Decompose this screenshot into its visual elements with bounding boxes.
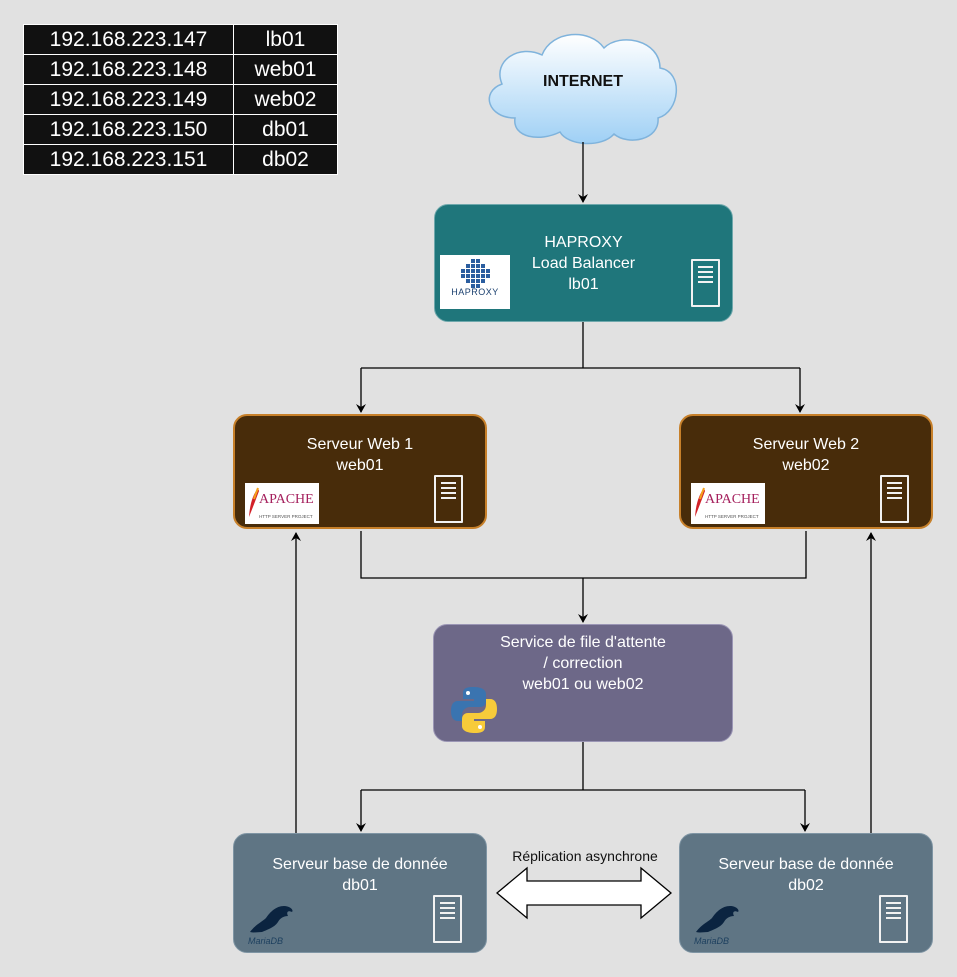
haproxy-logo: HAPROXY — [440, 255, 510, 309]
web2-title: Serveur Web 2 — [752, 436, 860, 453]
web-server-2-box: Serveur Web 2 web02 APACHE HTTP SERVER P… — [679, 414, 933, 529]
web2-host: web02 — [782, 457, 830, 474]
line-haproxy-split — [361, 322, 800, 369]
ip-address-cell: 192.168.223.151 — [23, 144, 234, 175]
mariadb-logo-text: MariaDB — [694, 936, 730, 946]
haproxy-logo-text: HAPROXY — [451, 287, 499, 297]
hostname-cell: web01 — [233, 54, 338, 85]
internet-cloud — [488, 33, 677, 145]
line-queue-split — [361, 742, 805, 791]
line-web-merge — [360, 531, 807, 579]
internet-label: INTERNET — [543, 73, 623, 90]
apache-logo-subtext: HTTP SERVER PROJECT — [259, 514, 313, 519]
mariadb-logo-text: MariaDB — [248, 936, 284, 946]
ip-address-cell: 192.168.223.150 — [23, 114, 234, 145]
ip-address-cell: 192.168.223.148 — [23, 54, 234, 85]
replication-label: Réplication asynchrone — [512, 848, 658, 864]
apache-logo-text: APACHE — [705, 492, 760, 507]
apache-logo-subtext: HTTP SERVER PROJECT — [705, 514, 759, 519]
apache-logo: APACHE HTTP SERVER PROJECT — [691, 483, 765, 524]
db-server-1-box: Serveur base de donnée db01 MariaDB — [233, 833, 487, 953]
queue-title: Service de file d'attente — [500, 634, 666, 651]
apache-feather-icon — [695, 487, 705, 517]
haproxy-grid-icon — [461, 259, 490, 288]
haproxy-load-balancer-box: HAPROXY Load Balancer lb01 HAPROXY — [434, 204, 733, 322]
hostname-cell: web02 — [233, 84, 338, 115]
db1-title: Serveur base de donnée — [272, 856, 448, 873]
haproxy-subtitle: Load Balancer — [531, 255, 636, 272]
web-server-1-box: Serveur Web 1 web01 APACHE HTTP SERVER P… — [233, 414, 487, 529]
queue-subtitle: / correction — [543, 655, 623, 672]
apache-feather-icon — [249, 487, 259, 517]
apache-logo-text: APACHE — [259, 492, 314, 507]
haproxy-title: HAPROXY — [544, 234, 623, 251]
ip-address-cell: 192.168.223.149 — [23, 84, 234, 115]
python-logo-icon — [451, 687, 497, 733]
hostname-cell: db01 — [233, 114, 338, 145]
hostname-cell: db02 — [233, 144, 338, 175]
hostname-cell: lb01 — [233, 24, 338, 55]
queue-service-box: Service de file d'attente / correction w… — [433, 624, 733, 742]
server-icon — [433, 895, 462, 943]
db1-host: db01 — [342, 877, 378, 894]
haproxy-host: lb01 — [568, 276, 599, 293]
db-server-2-box: Serveur base de donnée db02 MariaDB — [679, 833, 933, 953]
web1-host: web01 — [336, 457, 384, 474]
server-icon — [880, 475, 909, 523]
db2-title: Serveur base de donnée — [718, 856, 894, 873]
ip-address-cell: 192.168.223.147 — [23, 24, 234, 55]
apache-logo: APACHE HTTP SERVER PROJECT — [245, 483, 319, 524]
replication-double-arrow — [495, 866, 673, 920]
server-icon — [434, 475, 463, 523]
queue-hosts: web01 ou web02 — [522, 676, 644, 693]
db2-host: db02 — [788, 877, 824, 894]
server-icon — [691, 259, 720, 307]
server-icon — [879, 895, 908, 943]
web1-title: Serveur Web 1 — [306, 436, 414, 453]
mariadb-seal-icon — [250, 906, 293, 933]
mariadb-seal-icon — [696, 906, 739, 933]
